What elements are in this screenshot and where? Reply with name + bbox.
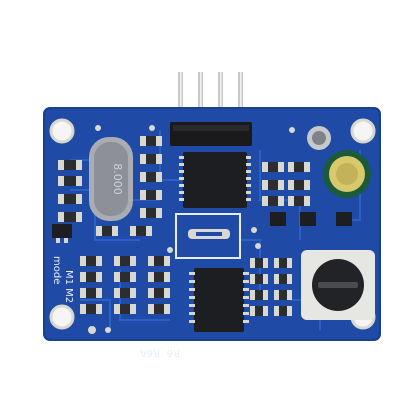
silk-m1m2-label: M1 M2: [63, 270, 74, 303]
crystal-marking: 8.000: [111, 163, 124, 195]
silk-mode-label: mode: [51, 256, 62, 284]
large-capacitor: [323, 150, 371, 198]
small-capacitor: [307, 126, 331, 150]
silk-r6a-label: R6A: [140, 347, 160, 358]
header-pins: [178, 72, 243, 134]
crystal-oscillator: 8.000: [89, 137, 133, 221]
silk-box: [175, 213, 241, 259]
potentiometer: [301, 250, 375, 320]
transistors: [52, 212, 352, 243]
ic-chip-top: [179, 152, 251, 208]
silk-r6-label: R6: [167, 347, 180, 358]
ic-chip-bottom: [189, 268, 249, 332]
vias: [88, 125, 295, 334]
smd-components: [58, 136, 310, 316]
